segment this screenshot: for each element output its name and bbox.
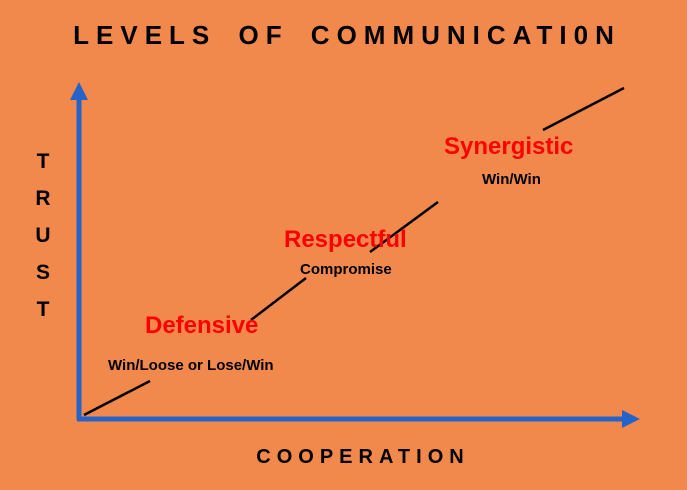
trust-letter: U bbox=[35, 224, 51, 247]
progression-line-segment-2 bbox=[250, 277, 307, 321]
trust-letter: T bbox=[36, 150, 50, 173]
level-defensive-label: Defensive bbox=[145, 312, 259, 339]
page-title: LEVELS OF COMMUNICATI0N bbox=[73, 20, 621, 50]
progression-line-segment-4 bbox=[542, 86, 625, 132]
trust-letter: S bbox=[35, 261, 50, 284]
trust-letter: T bbox=[36, 298, 50, 321]
level-respectful-sublabel: Compromise bbox=[300, 261, 392, 278]
level-synergistic-label: Synergistic bbox=[444, 133, 574, 160]
trust-axis-label: T R U S T bbox=[28, 150, 58, 322]
trust-axis-arrow-icon bbox=[70, 82, 88, 100]
progression-line-segment-3 bbox=[369, 200, 439, 254]
trust-letter: R bbox=[35, 187, 51, 210]
level-defensive-sublabel: Win/Loose or Lose/Win bbox=[108, 357, 274, 374]
cooperation-axis-arrow-icon bbox=[622, 410, 640, 428]
cooperation-axis-label: COOPERATION bbox=[256, 446, 470, 468]
progression-line-segment-1 bbox=[83, 379, 151, 417]
level-synergistic-sublabel: Win/Win bbox=[482, 171, 541, 188]
level-respectful-label: Respectful bbox=[284, 226, 407, 253]
